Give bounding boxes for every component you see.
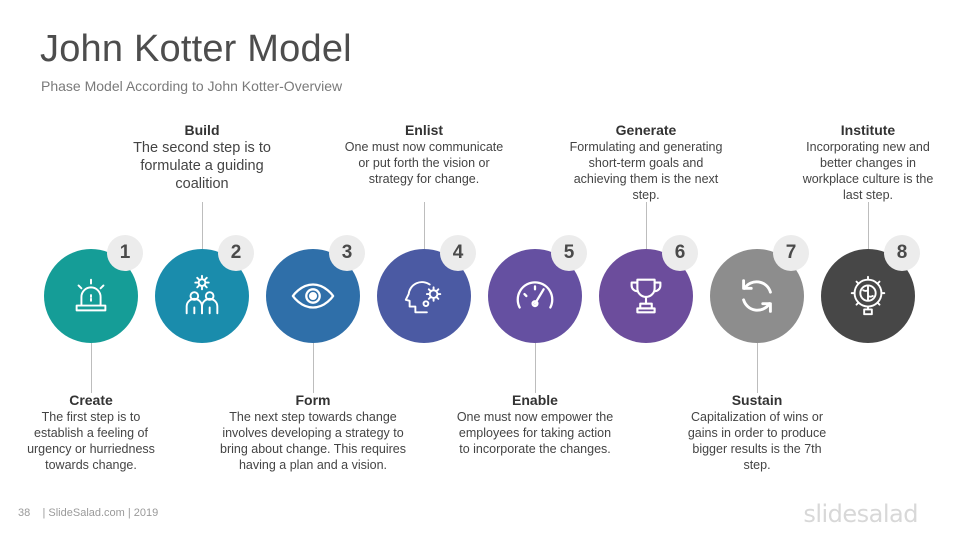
connector-line [868,202,869,249]
step-circle [266,249,360,343]
step-heading: Enlist [404,122,444,138]
step-number-badge: 2 [218,235,254,271]
connector-line [646,202,647,249]
connector-line [535,343,536,393]
step-text: Enlist One must now communicate or put f… [324,122,524,187]
step-heading: Enable [512,392,558,408]
step-text: Form The next step towards change involv… [213,392,413,473]
step-number-badge: 6 [662,235,698,271]
footer: 38 | SlideSalad.com | 2019 [18,507,158,519]
step-description: One must now communicate or put forth th… [344,140,504,186]
connector-line [313,343,314,393]
step-number-badge: 8 [884,235,920,271]
step-description: The next step towards change involves de… [220,410,406,472]
step-heading: Create [69,392,113,408]
step-description: The first step is to establish a feeling… [27,410,155,472]
step-circle [821,249,915,343]
siren-icon [75,278,107,312]
step-text: Build The second step is to formulate a … [102,122,302,193]
speedometer-icon [516,281,554,309]
step-text: Enable One must now empower the employee… [435,392,635,457]
step-number-badge: 7 [773,235,809,271]
step-text: Institute Incorporating new and better c… [768,122,960,203]
connector-line [91,343,92,393]
brand-logo: slidesalad [803,500,918,528]
eye-icon [291,283,335,309]
step-number-badge: 5 [551,235,587,271]
step-number-badge: 3 [329,235,365,271]
head-gears-icon [404,281,442,314]
trophy-icon [630,278,662,314]
step-number-badge: 1 [107,235,143,271]
slide-title: John Kotter Model [40,28,352,70]
step-text: Create The first step is to establish a … [0,392,191,473]
step-description: The second step is to formulate a guidin… [133,140,271,192]
step-text: Sustain Capitalization of wins or gains … [657,392,857,473]
brain-gear-bulb-icon [850,275,886,316]
step-description: One must now empower the employees for t… [456,410,614,456]
refresh-icon [742,279,772,313]
step-description: Incorporating new and better changes in … [802,140,934,202]
team-gear-icon [185,274,219,315]
footer-text: | SlideSalad.com | 2019 [42,507,159,519]
step-heading: Institute [840,122,896,138]
connector-line [757,343,758,393]
connector-line [202,202,203,249]
page-number: 38 [18,507,31,519]
step-text: Generate Formulating and generating shor… [546,122,746,203]
step-number-badge: 4 [440,235,476,271]
connector-line [424,202,425,249]
step-description: Formulating and generating short-term go… [569,140,723,202]
step-heading: Generate [615,122,677,138]
step-description: Capitalization of wins or gains in order… [687,410,827,472]
slide-subtitle: Phase Model According to John Kotter-Ove… [41,78,343,94]
step-heading: Sustain [731,392,783,408]
step-heading: Form [295,392,331,408]
step-heading: Build [184,122,220,138]
